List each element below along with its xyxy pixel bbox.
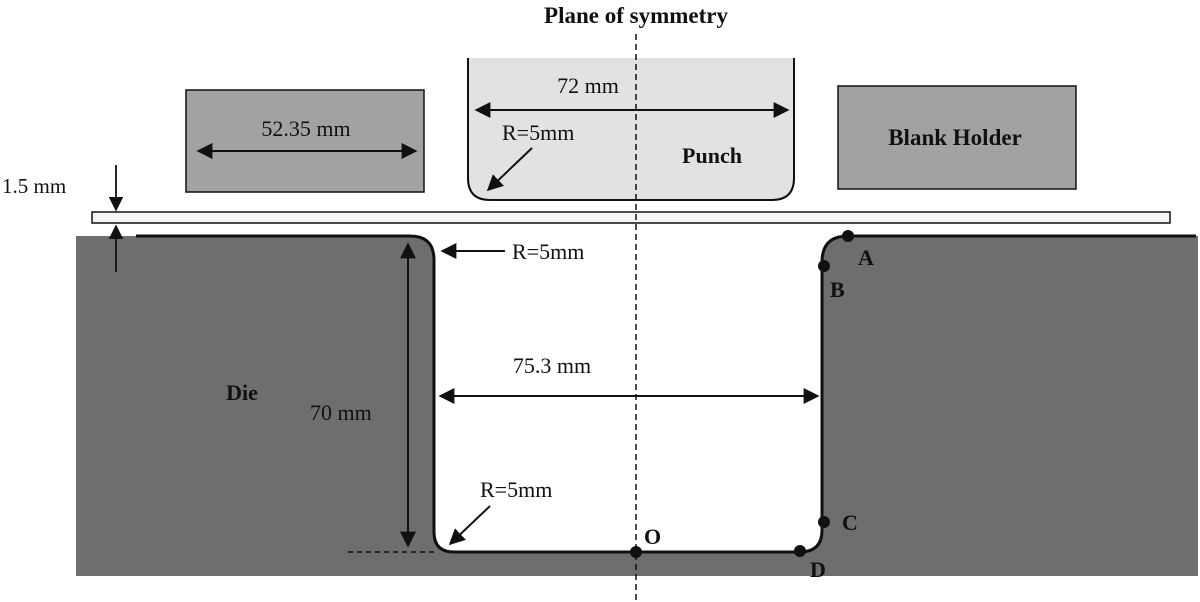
die-label: Die: [226, 380, 258, 405]
blank-holder-label: Blank Holder: [888, 125, 1022, 150]
die-cavity-outline: [136, 234, 1196, 554]
cavity-width-label: 75.3 mm: [513, 353, 591, 378]
die-right-part: [636, 236, 1198, 576]
left-block-width-label: 52.35 mm: [261, 116, 350, 141]
point-c-marker: [818, 516, 830, 528]
left-block: [185, 89, 425, 193]
punch-radius-arrow: [486, 147, 533, 192]
point-d-marker: [794, 545, 806, 557]
point-a-label: A: [858, 245, 874, 270]
blank-sheet: [91, 211, 1171, 224]
point-o-marker: [630, 546, 642, 558]
plane-of-symmetry-label: Plane of symmetry: [544, 3, 728, 28]
die-top-radius-label: R=5mm: [512, 239, 584, 264]
die-bottom-radius-label: R=5mm: [480, 477, 552, 502]
die-top-radius-label-bg: [508, 234, 618, 260]
die-bottom-radius-arrow: [448, 505, 491, 546]
blank-holder: [837, 85, 1077, 190]
point-c-label: C: [842, 510, 858, 535]
die-left-part: [76, 236, 636, 576]
blank-thickness-label: 1.5 mm: [2, 174, 66, 198]
punch-width-label: 72 mm: [557, 73, 619, 98]
die-depth-label: 70 mm: [310, 400, 372, 425]
point-a-marker: [842, 230, 854, 242]
point-b-label: B: [830, 277, 845, 302]
point-d-label: D: [810, 557, 826, 582]
point-o-label: O: [644, 524, 661, 549]
punch-label: Punch: [682, 143, 742, 168]
punch-radius-label: R=5mm: [502, 120, 574, 145]
point-b-marker: [818, 260, 830, 272]
punch-body: [467, 58, 795, 201]
